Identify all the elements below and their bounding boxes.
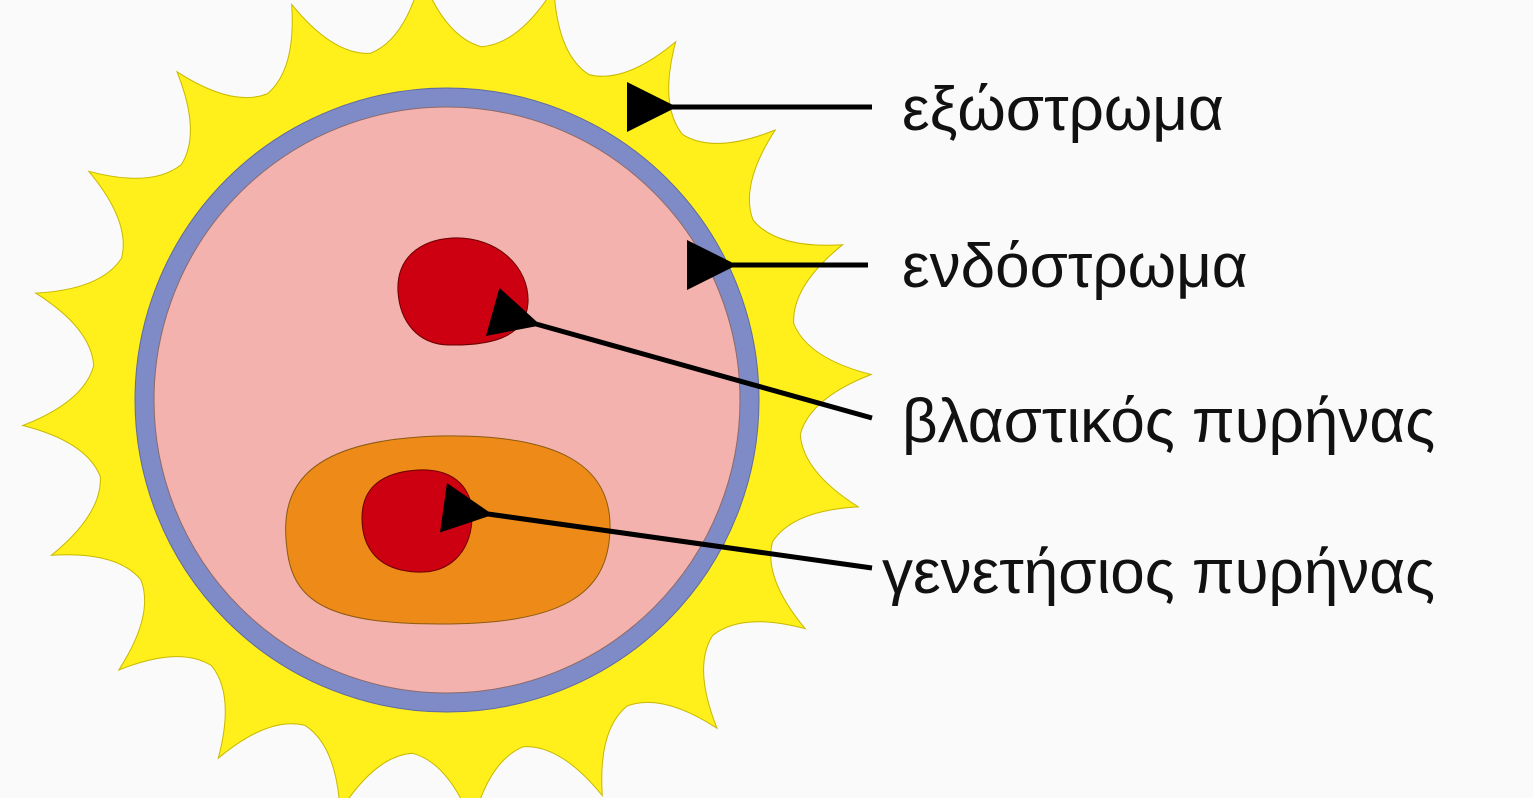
generative-nucleus [362,470,472,572]
exine-label: εξώστρωμα [902,75,1224,144]
generative-nucleus-label: γενετήσιος πυρήνας [882,538,1435,607]
intine-label: ενδόστρωμα [902,232,1248,301]
vegetative-nucleus-label: βλαστικός πυρήνας [902,387,1435,456]
